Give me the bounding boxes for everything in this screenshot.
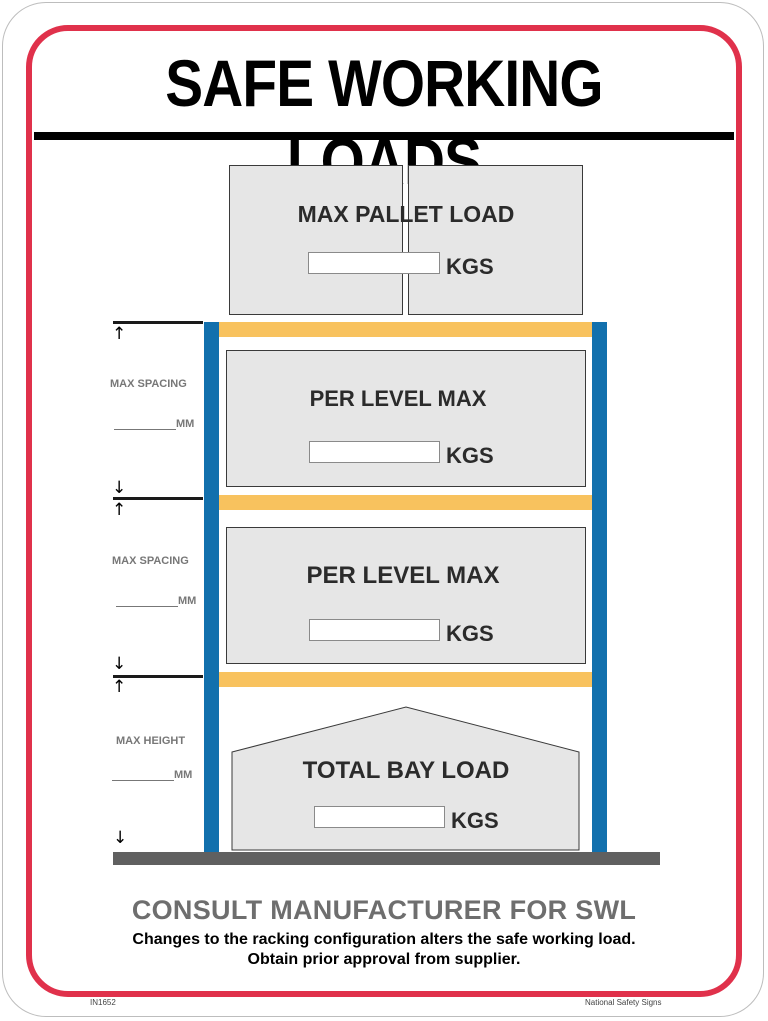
level-2-unit: KGS bbox=[446, 621, 494, 646]
footer-brand: National Safety Signs bbox=[585, 998, 662, 1007]
pallet-left-half bbox=[229, 165, 403, 315]
dimension-1-unit: MM bbox=[176, 418, 195, 430]
dimension-3-blank[interactable] bbox=[112, 770, 174, 781]
total-bay-label: TOTAL BAY LOAD bbox=[302, 757, 510, 784]
total-bay-field[interactable] bbox=[314, 806, 445, 828]
consult-heading: CONSULT MANUFACTURER FOR SWL bbox=[131, 895, 637, 925]
level-1-label: PER LEVEL MAX bbox=[309, 386, 487, 411]
level-2-load bbox=[226, 527, 586, 664]
sign-red-border bbox=[26, 25, 742, 997]
arrow-down-icon: ↓ bbox=[112, 478, 127, 498]
arrow-down-icon: ↓ bbox=[112, 654, 127, 674]
arrow-down-icon: ↓ bbox=[113, 828, 128, 848]
rack-upright-left bbox=[204, 322, 219, 854]
rack-beam-lower bbox=[219, 672, 592, 687]
dimension-2-unit: MM bbox=[178, 595, 197, 607]
total-bay-unit: KGS bbox=[451, 808, 499, 833]
rack-upright-right bbox=[592, 322, 607, 854]
level-1-unit: KGS bbox=[446, 443, 494, 468]
note-line-2: Obtain prior approval from supplier. bbox=[247, 951, 521, 968]
dimension-2-caption: MAX SPACING bbox=[112, 555, 189, 567]
level-1-load bbox=[226, 350, 586, 487]
dimension-3-unit: MM bbox=[174, 769, 193, 781]
title-divider bbox=[34, 132, 734, 140]
level-2-field[interactable] bbox=[309, 619, 440, 641]
pallet-load-unit: KGS bbox=[446, 254, 494, 279]
arrow-up-icon: ↑ bbox=[112, 677, 127, 697]
dimension-1-blank[interactable] bbox=[114, 419, 176, 430]
arrow-up-icon: ↑ bbox=[112, 500, 127, 520]
dimension-2-value[interactable]: MM bbox=[116, 595, 196, 607]
level-2-label: PER LEVEL MAX bbox=[306, 562, 500, 589]
pallet-load-label: MAX PALLET LOAD bbox=[297, 201, 515, 227]
dimension-line-lower bbox=[113, 675, 203, 678]
pallet-right-half bbox=[408, 165, 583, 315]
dimension-line-top bbox=[113, 321, 203, 324]
rack-beam-middle bbox=[219, 495, 592, 510]
dimension-1-value[interactable]: MM bbox=[114, 418, 194, 430]
rack-floor bbox=[113, 852, 660, 865]
dimension-line-middle bbox=[113, 497, 203, 500]
note-line-1: Changes to the racking configuration alt… bbox=[132, 931, 636, 948]
level-1-field[interactable] bbox=[309, 441, 440, 463]
footer-code: IN1652 bbox=[90, 998, 116, 1007]
rack-beam-top bbox=[219, 322, 592, 337]
pallet-load-field[interactable] bbox=[308, 252, 440, 274]
arrow-up-icon: ↑ bbox=[112, 324, 127, 344]
dimension-3-caption: MAX HEIGHT bbox=[116, 735, 186, 747]
dimension-2-blank[interactable] bbox=[116, 596, 178, 607]
dimension-3-value[interactable]: MM bbox=[112, 769, 192, 781]
dimension-1-caption: MAX SPACING bbox=[110, 378, 187, 390]
